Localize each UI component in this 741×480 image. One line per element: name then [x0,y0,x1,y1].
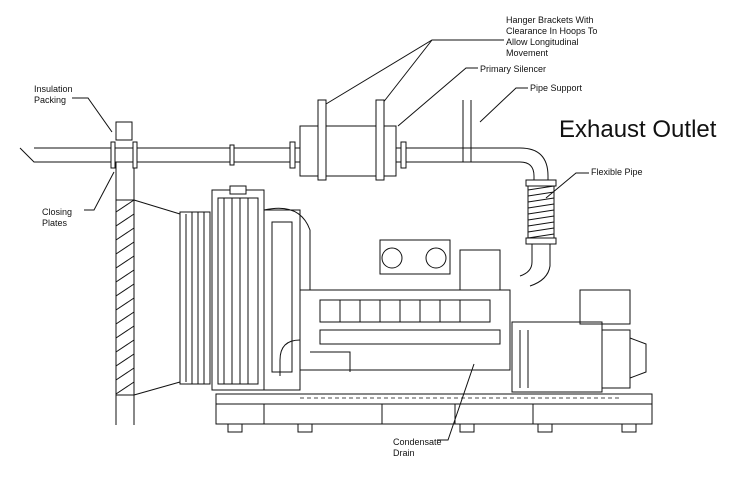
radiator [211,185,311,391]
label-flexible-pipe: Flexible Pipe [591,167,643,177]
skid-base [215,393,653,433]
air-duct [133,199,211,396]
pipe-support [462,100,472,162]
svg-text:Plates: Plates [42,218,68,228]
label-hanger-brackets: Hanger Brackets With Clearance In Hoops … [506,15,597,58]
svg-text:Allow Longitudinal: Allow Longitudinal [506,37,579,47]
label-pipe-support: Pipe Support [530,83,583,93]
svg-text:Drain: Drain [393,448,415,458]
svg-text:Insulation: Insulation [34,84,73,94]
svg-text:Hanger Brackets With: Hanger Brackets With [506,15,594,25]
leader-lines [72,39,589,441]
label-condensate-drain: Condensate Drain [393,437,442,458]
label-primary-silencer: Primary Silencer [480,64,546,74]
wall [115,121,135,425]
svg-text:Closing: Closing [42,207,72,217]
label-insulation-packing: Insulation Packing [34,84,73,105]
wall-hatching [115,199,135,395]
svg-text:Condensate: Condensate [393,437,442,447]
svg-text:Packing: Packing [34,95,66,105]
svg-text:Movement: Movement [506,48,549,58]
label-closing-plates: Closing Plates [42,207,72,228]
diagram-title: Exhaust Outlet [559,116,717,143]
engine [279,239,511,376]
primary-silencer [299,99,397,181]
exhaust-pipe [19,141,549,182]
svg-text:Clearance In Hoops To: Clearance In Hoops To [506,26,597,36]
flexible-pipe [519,179,557,287]
generator [511,289,647,393]
